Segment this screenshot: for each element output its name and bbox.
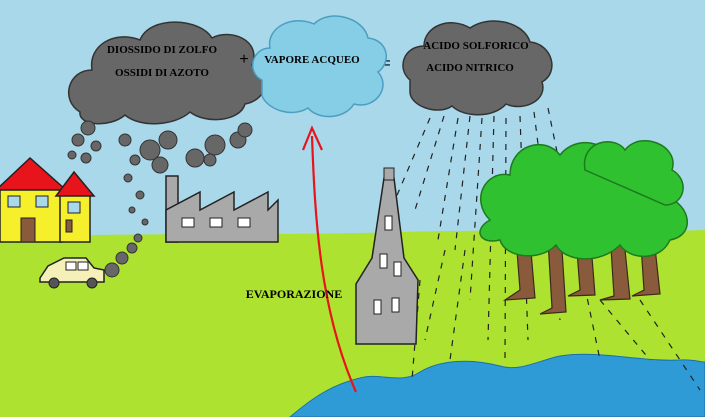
acid-label-1: ACIDO SOLFORICO [423,40,529,52]
houses [0,156,96,243]
acid-cloud: ACIDO SOLFORICO ACIDO NITRICO [402,20,553,116]
smoke-trail-middle [118,133,149,226]
pollution-label-1: DIOSSIDO DI ZOLFO [107,44,217,56]
pollution-cloud: DIOSSIDO DI ZOLFO OSSIDI DI AZOTO [68,21,267,125]
car [39,257,105,289]
smoke-trail-houses [67,120,102,164]
vapor-cloud: VAPORE ACQUEO [252,15,388,118]
cooling-tower [355,167,419,345]
acid-label-2: ACIDO NITRICO [426,62,514,74]
water-body [289,353,705,417]
car-exhaust [104,233,143,278]
vapor-label: VAPORE ACQUEO [264,54,360,66]
equals-sign: = [381,55,390,72]
evaporation-arrow [301,125,358,393]
factory-smoke [139,122,253,174]
plus-sign: + [239,51,248,68]
factory [165,175,279,243]
trees [479,140,688,315]
pollution-label-2: OSSIDI DI AZOTO [115,67,209,79]
evaporation-label: EVAPORAZIONE [246,287,342,301]
